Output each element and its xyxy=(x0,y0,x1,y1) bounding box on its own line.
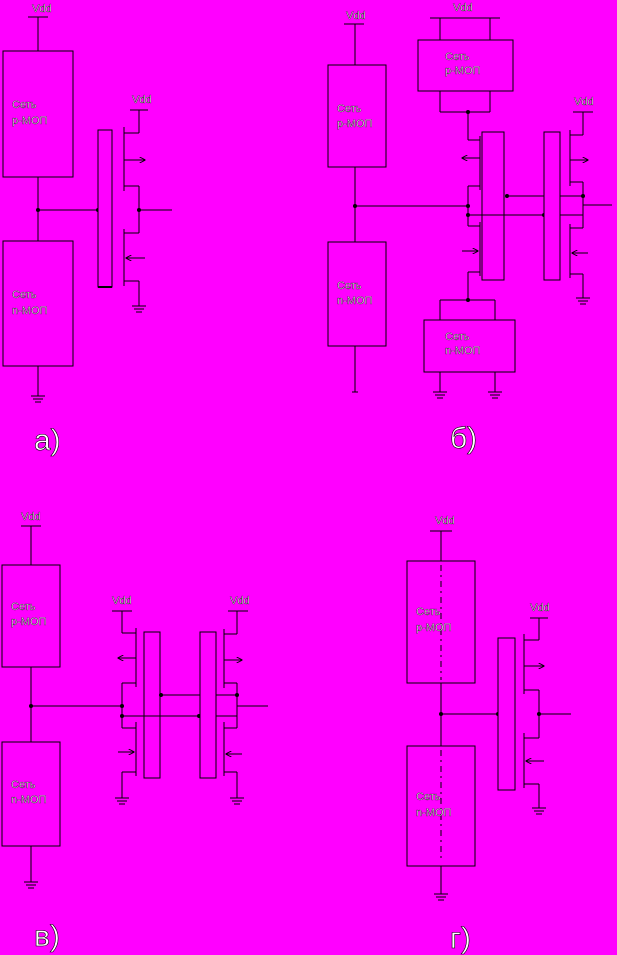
vdd-label: Vdd xyxy=(132,94,152,106)
diagram-b: Vdd Сеть р-МОП Сеть n-МОП Vdd Сеть р-МОП xyxy=(327,2,612,455)
p-net-label-1: Сеть xyxy=(12,99,37,111)
ground-symbol xyxy=(575,297,591,305)
caption-g: г) xyxy=(450,922,471,955)
n-net-label-1: Сеть xyxy=(337,280,362,292)
vdd-label: Vdd xyxy=(346,10,366,22)
n-net-label-2: n-МОП xyxy=(416,807,452,819)
n-net-label-2: n-МОП xyxy=(445,345,481,357)
diagram-a: Vdd Сеть р-МОП Сеть n-МОП Vdd а xyxy=(2,3,172,457)
ground-symbol xyxy=(432,391,448,399)
p-net-label-2: р-МОП xyxy=(416,622,452,634)
ground-symbol xyxy=(114,797,130,805)
vdd-label: Vdd xyxy=(530,602,550,614)
n-mos-network-box xyxy=(423,319,516,373)
caption-v: в) xyxy=(34,920,60,953)
inverter-gate-1 xyxy=(143,631,161,779)
ground-symbol xyxy=(531,807,547,815)
ground-symbol xyxy=(229,797,245,805)
inverter-gate-2 xyxy=(199,631,217,779)
n-net-label-1: Сеть xyxy=(12,289,37,301)
ground-symbol xyxy=(433,893,449,901)
p-net-label-1: Сеть xyxy=(11,601,36,613)
p-net-label-2: р-МОП xyxy=(337,118,373,130)
ground-symbol xyxy=(30,395,46,403)
caption-a: а) xyxy=(34,424,61,457)
n-mos-network-box xyxy=(2,240,74,367)
n-mos-network-box xyxy=(1,741,61,847)
p-mos-network-box xyxy=(2,50,74,178)
vdd-label: Vdd xyxy=(435,515,455,527)
inverter-gate-1 xyxy=(481,131,505,281)
n-net-label-1: Сеть xyxy=(416,791,441,803)
vdd-label: Vdd xyxy=(112,595,132,607)
p-net-label-1: Сеть xyxy=(445,51,470,63)
n-mos-network-box xyxy=(327,241,387,347)
vdd-label: Vdd xyxy=(21,511,41,523)
vdd-label: Vdd xyxy=(32,3,52,15)
p-net-label-1: Сеть xyxy=(337,103,362,115)
ground-symbol xyxy=(131,305,147,313)
p-net-label-2: р-МОП xyxy=(445,65,481,77)
feedback-inverter-gate xyxy=(97,129,113,288)
vdd-label: Vdd xyxy=(230,595,250,607)
p-mos-network-box xyxy=(327,64,387,168)
ground-symbol xyxy=(23,881,39,889)
n-net-label-2: n-МОП xyxy=(337,295,373,307)
n-net-label-2: n-МОП xyxy=(12,305,48,317)
inverter-gate-2 xyxy=(543,131,561,281)
p-net-label-1: Сеть xyxy=(416,606,441,618)
feedback-inverter-gate xyxy=(497,637,516,791)
caption-b: б) xyxy=(450,422,477,455)
ground-symbol xyxy=(487,391,503,399)
p-net-label-2: р-МОП xyxy=(12,115,48,127)
n-net-label-2: n-МОП xyxy=(11,794,47,806)
n-net-label-1: Сеть xyxy=(11,779,36,791)
vdd-label: Vdd xyxy=(453,2,473,14)
p-net-label-2: р-МОП xyxy=(11,616,47,628)
p-mos-network-box xyxy=(417,39,514,92)
diagram-v: Vdd Сеть р-МОП Сеть n-МОП Vdd xyxy=(1,511,268,953)
n-net-label-1: Сеть xyxy=(445,331,470,343)
vdd-label: Vdd xyxy=(574,96,594,108)
diagram-g: Vdd Сеть р-МОП Сеть n-МОП Vdd г) xyxy=(406,515,571,955)
